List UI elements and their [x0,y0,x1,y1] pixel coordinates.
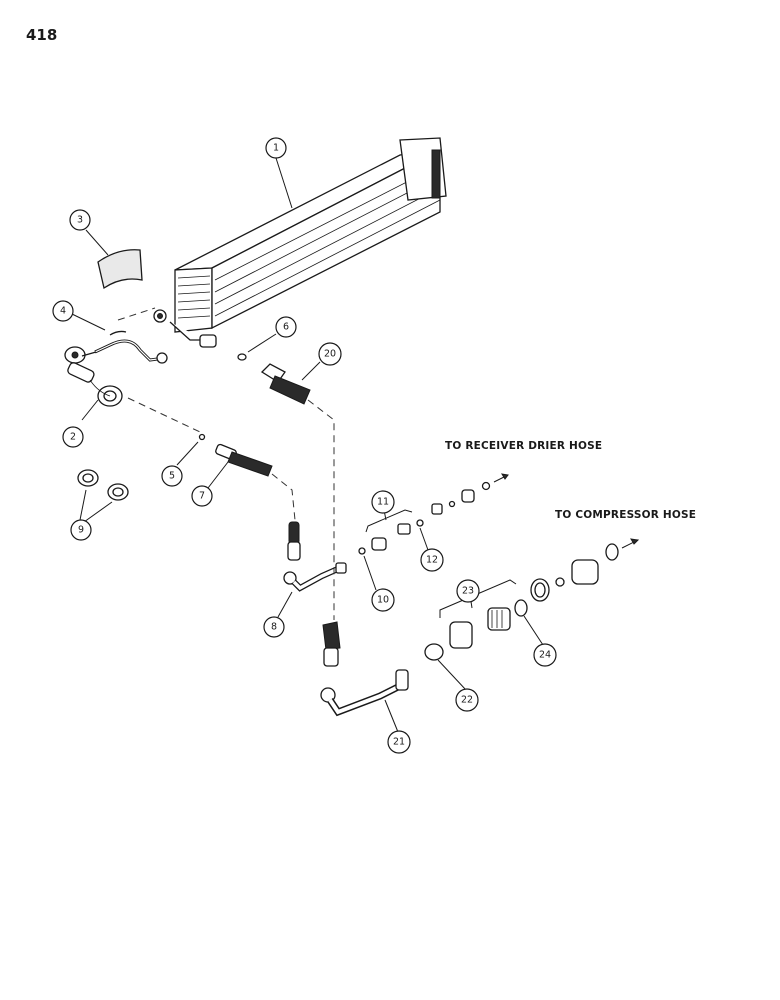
callout-12: 12 [420,548,444,572]
callout-8: 8 [263,616,285,638]
svg-text:21: 21 [393,737,405,748]
part-5-oring [176,433,206,466]
part-8-elbow-tube [277,521,347,618]
part-21-elbow-tube [320,621,409,733]
callout-7: 7 [191,485,213,507]
svg-text:12: 12 [426,555,438,566]
callout-23: 23 [456,579,480,603]
part-4-tube [71,313,168,364]
svg-text:11: 11 [377,497,389,508]
label-to-receiver-drier-hose: TO RECEIVER DRIER HOSE [445,440,603,452]
compressor-fittings [424,538,640,691]
svg-text:3: 3 [77,215,83,226]
callout-1: 1 [265,137,287,159]
part-2-expansion-valve [64,346,123,421]
svg-text:1: 1 [273,143,279,154]
callout-21: 21 [387,730,411,754]
svg-text:5: 5 [169,471,175,482]
callout-9: 9 [70,519,92,541]
callout-4: 4 [52,300,74,322]
svg-text:23: 23 [462,586,474,597]
part-3-pad [85,229,143,290]
part-9-clamps [77,469,129,523]
label-to-compressor-hose: TO COMPRESSOR HOSE [555,509,697,521]
callout-11: 11 [371,490,395,514]
svg-text:9: 9 [78,525,84,536]
part-20-hose-fitting [260,361,321,405]
svg-text:4: 4 [60,306,66,317]
svg-text:24: 24 [539,650,551,661]
callout-10: 10 [371,588,395,612]
part-1-condenser-core [153,137,447,348]
svg-text:6: 6 [283,322,289,333]
svg-text:2: 2 [70,432,76,443]
routing-lines [117,307,335,620]
callout-3: 3 [69,209,91,231]
page-number: 418 [26,26,58,44]
callout-24: 24 [533,643,557,667]
callout-6: 6 [275,316,297,338]
svg-text:7: 7 [199,491,205,502]
part-6-nut [237,333,277,361]
svg-text:10: 10 [377,595,389,606]
svg-text:20: 20 [324,349,336,360]
callout-20: 20 [318,342,342,366]
callout-2: 2 [62,426,84,448]
receiver-fittings [358,473,509,591]
svg-text:22: 22 [461,695,473,706]
part-7-hose [207,443,273,489]
callout-5: 5 [161,465,183,487]
svg-text:8: 8 [271,622,277,633]
callout-22: 22 [455,688,479,712]
